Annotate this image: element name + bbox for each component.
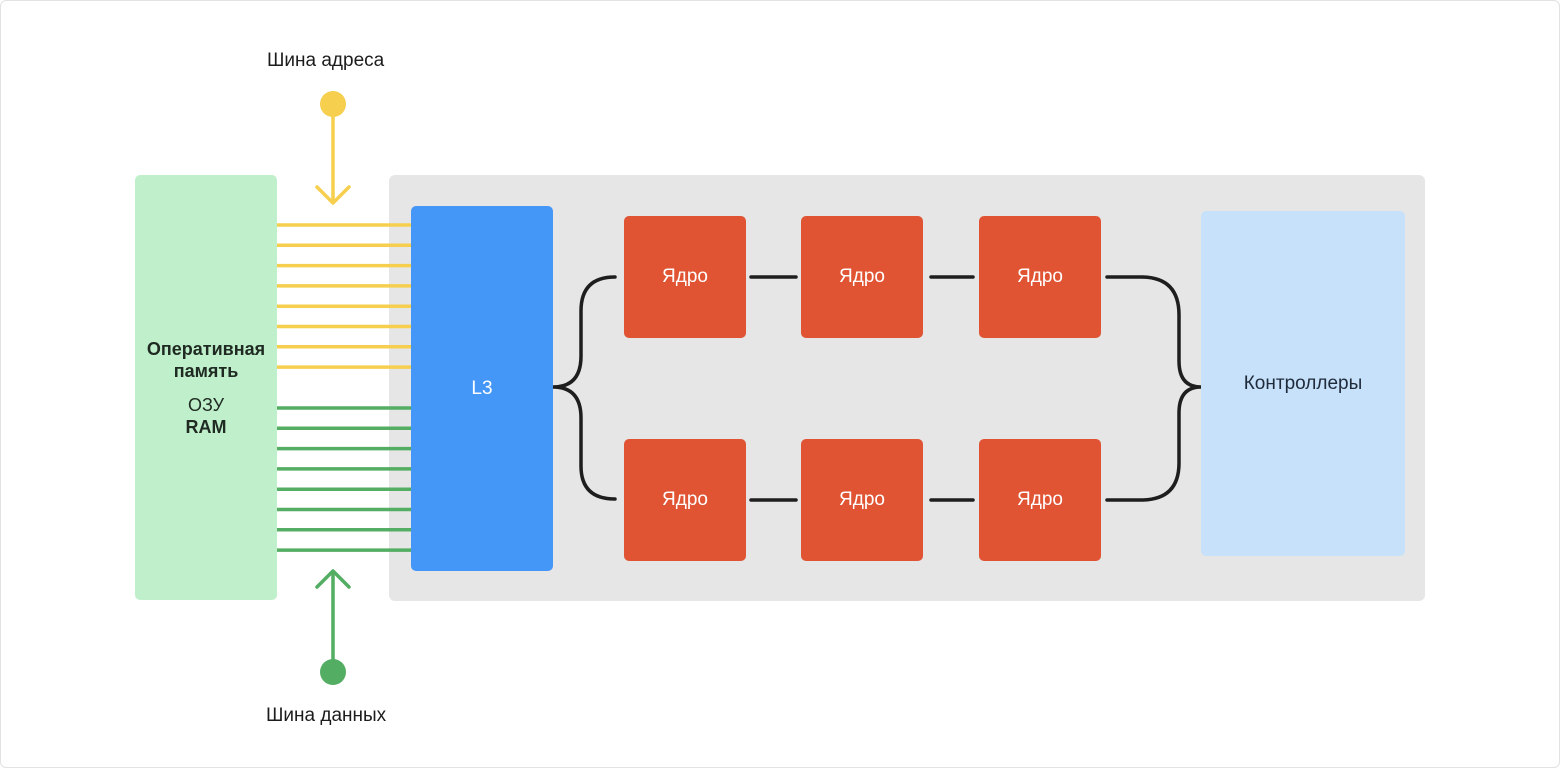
controllers-label: Контроллеры	[1243, 372, 1363, 394]
data-bus-arrow	[315, 569, 351, 685]
address-bus-arrowhead	[315, 185, 351, 205]
core-label: Ядро	[1017, 266, 1063, 287]
data-bus-dot	[320, 659, 346, 685]
core-label: Ядро	[839, 489, 885, 510]
address-bus-arrow	[315, 91, 351, 205]
address-bus-lines	[277, 223, 411, 369]
l3-brace	[552, 275, 617, 501]
core-5: Ядро	[801, 439, 923, 561]
controllers-brace	[1105, 275, 1202, 502]
ram-block: Оперативная память ОЗУ RAM	[135, 175, 277, 600]
ram-title: Оперативная память	[146, 338, 266, 381]
core-4: Ядро	[624, 439, 746, 561]
address-bus-label: Шина адреса	[267, 50, 385, 71]
l3-cache: L3	[411, 206, 553, 571]
ram-label: RAM	[185, 416, 227, 437]
data-bus-label: Шина данных	[266, 705, 387, 726]
l3-label: L3	[471, 377, 493, 399]
core-1: Ядро	[624, 216, 746, 338]
core-label: Ядро	[839, 266, 885, 287]
core-3: Ядро	[979, 216, 1101, 338]
ram-ozu-label: ОЗУ	[187, 394, 225, 415]
core-label: Ядро	[1017, 489, 1063, 510]
address-bus-dot	[320, 91, 346, 117]
core-label: Ядро	[662, 266, 708, 287]
controllers-block: Контроллеры	[1201, 211, 1405, 556]
data-bus-arrowhead	[315, 569, 351, 589]
core-6: Ядро	[979, 439, 1101, 561]
data-bus-lines	[277, 406, 411, 552]
core-label: Ядро	[662, 489, 708, 510]
core-2: Ядро	[801, 216, 923, 338]
